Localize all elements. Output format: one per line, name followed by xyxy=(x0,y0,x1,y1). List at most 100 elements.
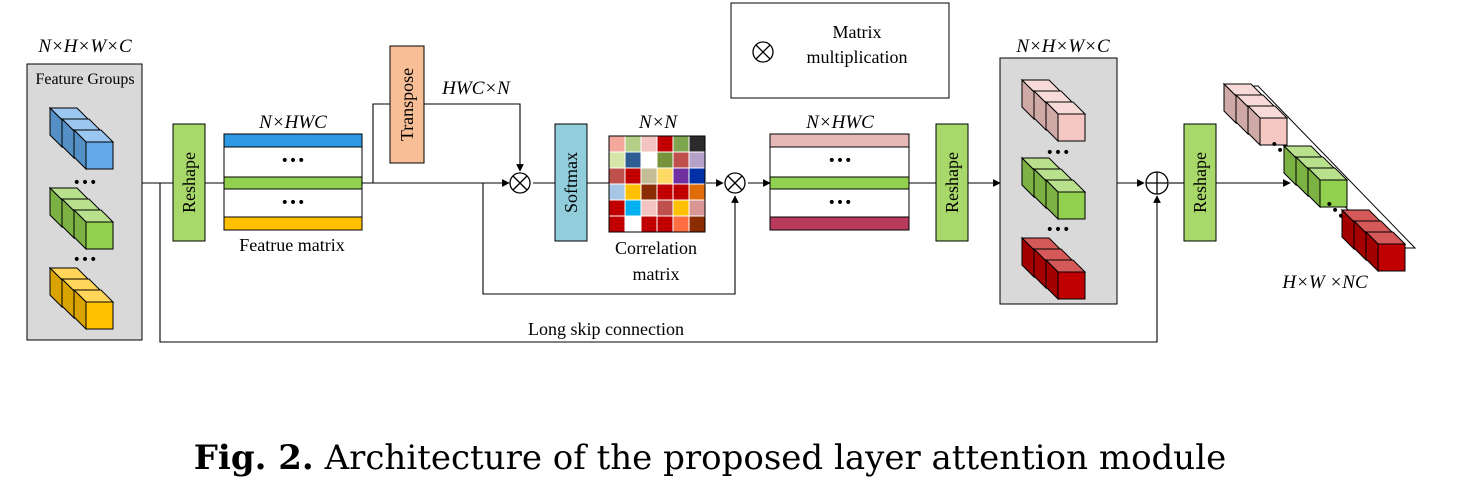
grid-cell xyxy=(688,167,706,185)
grid-cell xyxy=(656,167,674,185)
final-red-stack xyxy=(1340,208,1407,273)
grid-cell xyxy=(608,167,626,185)
grid-cell xyxy=(688,151,706,169)
final-output-stack: •••••• xyxy=(1222,82,1417,273)
input-ellipsis-2: ••• xyxy=(73,252,98,268)
grid-border xyxy=(608,135,706,233)
pink-cube-stack xyxy=(1020,78,1087,143)
grid-cell xyxy=(688,199,706,217)
grid-cell xyxy=(656,183,674,201)
grid-cell xyxy=(640,151,658,169)
caption-bold: Fig. 2. xyxy=(194,438,314,478)
cube xyxy=(1246,104,1289,147)
grid-cell xyxy=(656,199,674,217)
grid-cell xyxy=(640,167,658,185)
svg-text:Fig. 2. Architecture of the pr: Fig. 2. Architecture of the proposed lay… xyxy=(194,438,1226,478)
grid-cell xyxy=(624,183,642,201)
final-green-stack xyxy=(1282,144,1349,209)
input-ellipsis: ••• xyxy=(73,175,98,191)
cube xyxy=(1306,166,1349,209)
grid-cell xyxy=(624,215,642,233)
blue-cube-stack xyxy=(48,106,115,171)
dims-output-label: N×H×W×C xyxy=(1015,36,1110,57)
cube xyxy=(1044,100,1087,143)
dims-nn-label: N×N xyxy=(638,112,678,133)
grid-cell xyxy=(608,199,626,217)
output-ellipsis-1: ••• xyxy=(1046,145,1071,161)
reshape-block-2: Reshape xyxy=(935,123,969,242)
grid-cell xyxy=(640,183,658,201)
softmax-block-rect xyxy=(554,123,588,242)
transpose-block-label: Transpose xyxy=(397,68,417,141)
dims-input-label: N×H×W×C xyxy=(37,36,132,57)
green-cube-stack xyxy=(1020,156,1087,221)
grid-cell xyxy=(624,167,642,185)
grid-cell xyxy=(672,215,690,233)
transpose-block-rect xyxy=(389,45,425,164)
grid-cell xyxy=(608,215,626,233)
grid-cell xyxy=(656,215,674,233)
connector-transpose-otimes1 xyxy=(424,103,524,172)
grid-cell xyxy=(640,199,658,217)
cube xyxy=(72,128,115,171)
softmax-block-label: Softmax xyxy=(561,152,581,213)
connector-residual-otimes2 xyxy=(482,183,739,295)
blue-row xyxy=(223,133,363,148)
dims-nhwc-1-label: N×HWC xyxy=(258,112,327,133)
red-cube-stack xyxy=(1020,236,1087,301)
matrix1-ellipsis-1: ••• xyxy=(281,153,306,169)
grid-cell xyxy=(688,135,706,153)
green-row xyxy=(223,176,363,190)
softmax-block: Softmax xyxy=(554,123,588,242)
grid-cell xyxy=(624,199,642,217)
feature-groups-title: Feature Groups xyxy=(35,71,134,88)
yellow-cube-stack xyxy=(48,266,115,331)
feature-matrix-2: ••• ••• xyxy=(769,133,910,231)
dims-final-label: H×W ×NC xyxy=(1281,272,1368,293)
reshape-block-2-label: Reshape xyxy=(942,152,962,213)
grid-cell xyxy=(672,135,690,153)
grid-cell xyxy=(672,199,690,217)
oplus-operator xyxy=(1145,171,1169,195)
matrix2-ellipsis-1: ••• xyxy=(828,153,853,169)
feature-matrix-label: Featrue matrix xyxy=(239,235,344,255)
grid-cell xyxy=(656,135,674,153)
cube xyxy=(1044,178,1087,221)
diagram-body: ••• ••• Reshape Reshape Reshape TransposeSoft… xyxy=(48,45,1417,343)
correlation-matrix-label-line2: matrix xyxy=(633,264,680,284)
cube xyxy=(1364,230,1407,273)
feature-matrix-1: ••• ••• xyxy=(223,133,363,231)
matrix1-ellipsis-2: ••• xyxy=(281,195,306,211)
grid-cell xyxy=(672,183,690,201)
otimes-operator-1 xyxy=(509,172,531,194)
cube xyxy=(72,208,115,251)
dims-nhwc-2-label: N×HWC xyxy=(805,112,874,133)
grid-cell xyxy=(640,215,658,233)
grid-cell xyxy=(672,167,690,185)
grid-cell xyxy=(624,151,642,169)
grid-cell xyxy=(608,135,626,153)
green-cube-stack xyxy=(48,186,115,251)
crimson-row xyxy=(769,216,910,231)
grid-cell xyxy=(688,215,706,233)
correlation-matrix-grid xyxy=(608,135,706,233)
reshape-block-1-rect xyxy=(172,123,206,242)
reshape-block-1: Reshape xyxy=(172,123,206,242)
final-pink-stack xyxy=(1222,82,1289,147)
dims-hwcn-label: HWC×N xyxy=(441,78,511,99)
reshape-block-2-rect xyxy=(935,123,969,242)
grid-cell xyxy=(608,151,626,169)
grid-cell xyxy=(656,151,674,169)
output-ellipsis-2: ••• xyxy=(1046,222,1071,238)
reshape-block-1-label: Reshape xyxy=(179,152,199,213)
otimes-operator-2 xyxy=(724,172,746,194)
reshape-block-3: Reshape xyxy=(1183,123,1217,242)
grid-cell xyxy=(672,151,690,169)
cube xyxy=(1044,258,1087,301)
matrix2-ellipsis-2: ••• xyxy=(828,195,853,211)
cube xyxy=(72,288,115,331)
grid-cell xyxy=(640,135,658,153)
green-row xyxy=(769,176,910,190)
legend-line1: Matrix xyxy=(833,22,882,42)
legend: Matrix multiplication xyxy=(730,2,950,99)
